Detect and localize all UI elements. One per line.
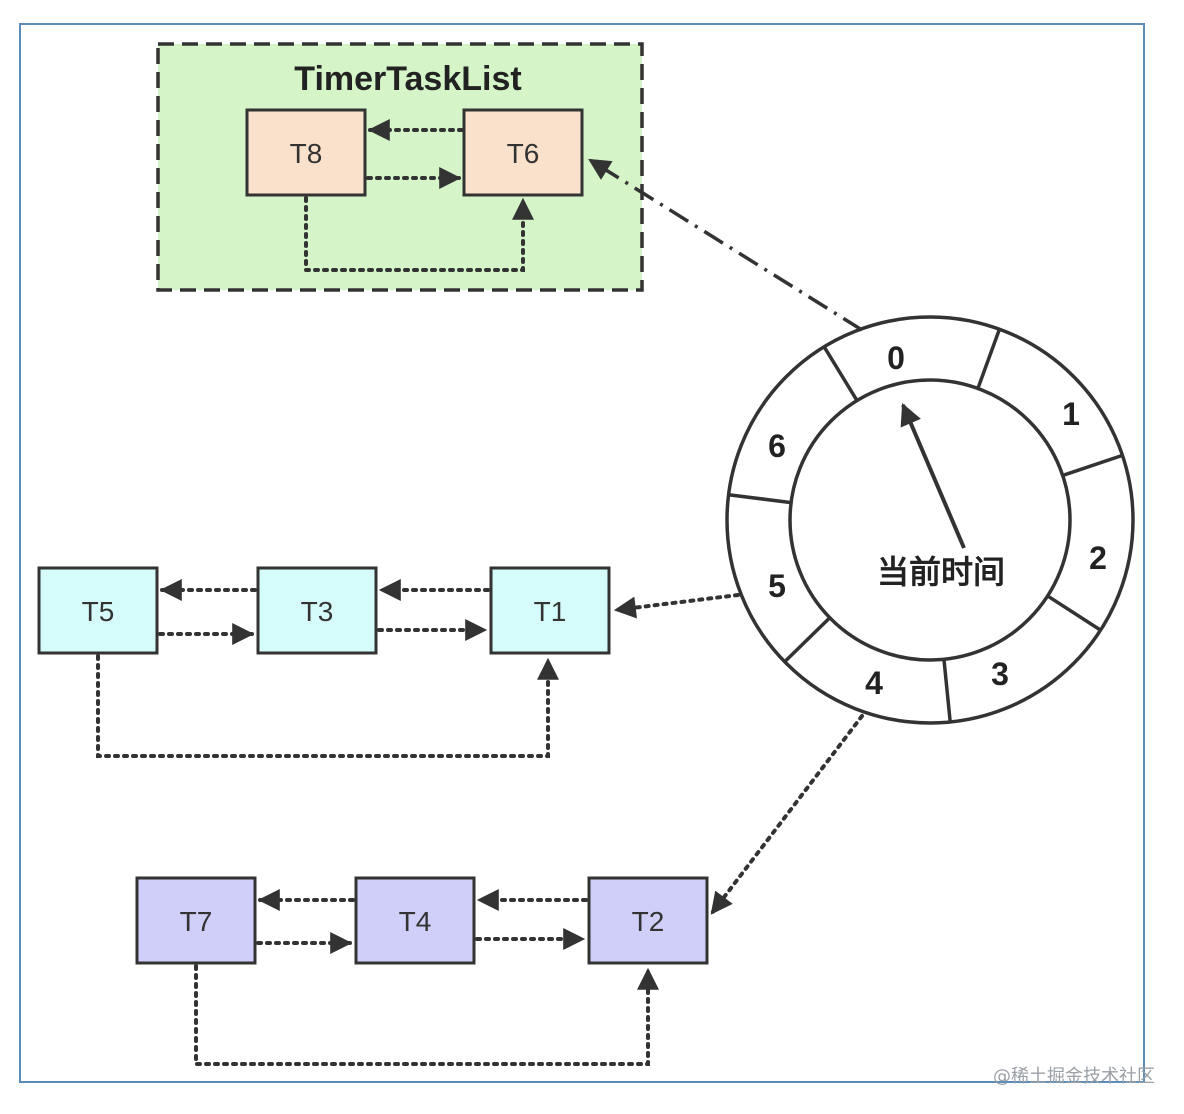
task-t5-box	[37, 566, 159, 655]
task-t6-box	[462, 108, 584, 197]
wheel-slot-5-label: 5	[768, 568, 786, 604]
timer-task-list-title: TimerTaskList	[294, 60, 521, 98]
current-time-label: 当前时间	[877, 553, 1005, 591]
task-t3-box	[256, 566, 378, 655]
task-t8-box	[245, 108, 367, 197]
link-slot5-to-t1	[613, 593, 740, 619]
task-t1-box	[489, 566, 611, 655]
wheel-slot-1-label: 1	[1062, 396, 1080, 432]
wheel-divider-1	[1062, 453, 1123, 478]
link-t8-loop-to-t6	[304, 196, 534, 272]
wheel-slot-dividers	[728, 328, 1123, 723]
link-slot0-to-t6	[588, 158, 863, 332]
wheel-slot-4-label: 4	[865, 665, 883, 701]
wheel-slot-3-label: 3	[991, 656, 1009, 692]
watermark: @稀土掘金技术社区	[993, 1066, 1155, 1087]
wheel-inner-ring	[788, 378, 1072, 662]
wheel-slot-6-label: 6	[768, 428, 786, 464]
link-t5-loop-to-t1	[96, 654, 559, 758]
wheel-divider-3	[942, 659, 952, 723]
task-t8-label: T8	[290, 138, 323, 169]
wheel-divider-6	[822, 345, 859, 402]
task-t3-label: T3	[301, 596, 334, 627]
task-t4-box	[354, 876, 476, 965]
task-t2-label: T2	[632, 906, 665, 937]
task-t4-label: T4	[399, 906, 432, 937]
task-t2-box	[587, 876, 709, 965]
link-t7-loop-to-t2	[194, 964, 659, 1066]
wheel-slot-0-label: 0	[887, 340, 905, 376]
link-slot4-to-t2	[710, 714, 864, 915]
task-t7-label: T7	[180, 906, 213, 937]
wheel-divider-4	[783, 616, 832, 663]
task-t5-label: T5	[82, 596, 115, 627]
task-t7-box	[135, 876, 257, 965]
wheel-divider-0	[976, 328, 1002, 390]
current-time-pointer	[900, 402, 966, 549]
wheel-slot-2-label: 2	[1089, 540, 1107, 576]
wheel-divider-2	[1046, 594, 1102, 632]
task-t1-label: T1	[534, 596, 567, 627]
timing-wheel: 0 1 2 3 4 5 6 当前时间	[725, 315, 1135, 725]
task-t6-label: T6	[507, 138, 540, 169]
wheel-divider-5	[728, 493, 792, 505]
